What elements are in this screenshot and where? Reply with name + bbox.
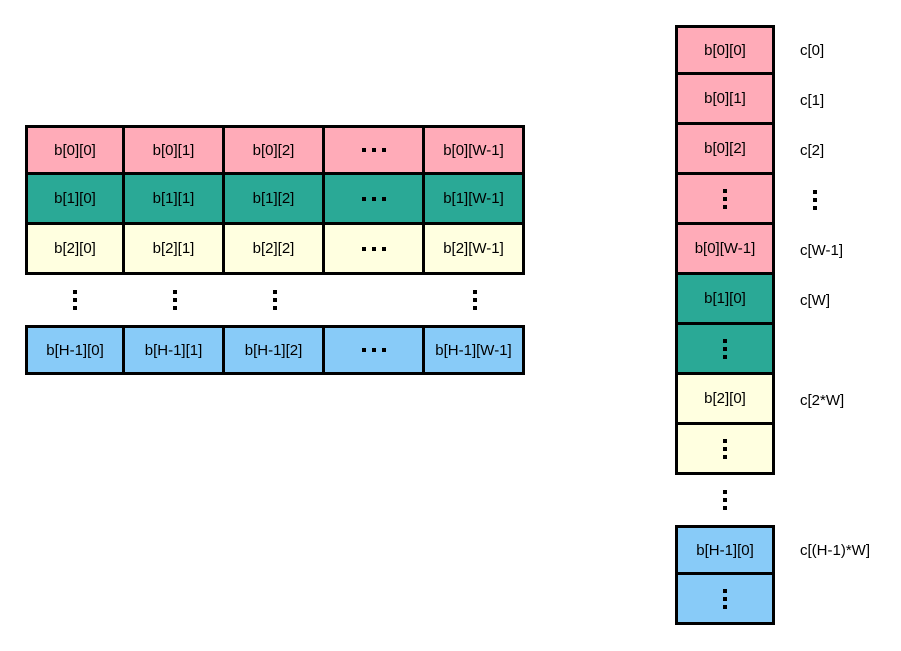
index-label: c[0] [800,41,825,59]
grid-cell: b[1][1] [122,172,225,225]
grid-cell: b[0][2] [222,125,325,175]
linear-cell: b[1][0] [675,272,775,325]
cell-label: b[1][1] [152,190,195,207]
cell-label: b[2][0] [54,240,96,257]
grid-cell: b[0][W-1] [422,125,525,175]
cell-label: b[H-1][W-1] [435,341,512,359]
index-label: c[2*W] [800,391,845,409]
horizontal-ellipsis-icon [361,196,386,201]
cell-label: b[2][W-1] [443,240,504,257]
cell-label: b[0][2] [704,140,746,157]
grid-cell: b[0][0] [25,125,125,175]
linear-cell: b[0][1] [675,72,775,125]
grid-cell: b[H-1][W-1] [422,325,525,375]
cell-label: b[0][W-1] [443,141,504,159]
grid-cell: b[0][1] [122,125,225,175]
linear-cell [675,172,775,225]
grid-cell: b[H-1][0] [25,325,125,375]
index-label: c[2] [800,141,825,159]
cell-label: b[0][1] [704,90,746,107]
linear-cell [675,422,775,475]
index-label: c[W-1] [800,241,844,259]
vertical-ellipsis-icon [723,338,727,359]
cell-label: b[1][0] [704,290,746,307]
vertical-ellipsis-icon [723,188,727,209]
grid-cell: b[1][2] [222,172,325,225]
grid-cell: b[1][0] [25,172,125,225]
cell-label: b[H-1][2] [244,341,303,359]
grid-cell: b[1][W-1] [422,172,525,225]
row-ellipsis-icon [73,290,77,310]
row-ellipsis-icon [173,290,177,310]
linear-cell: b[0][0] [675,25,775,75]
grid-cell [322,172,425,225]
horizontal-ellipsis-icon [361,348,386,352]
grid-cell: b[2][0] [25,222,125,275]
cell-label: b[2][1] [152,240,195,257]
cell-label: b[0][0] [54,141,96,159]
linear-cell: b[2][0] [675,372,775,425]
linear-cell: b[H-1][0] [675,525,775,575]
cell-label: b[0][1] [152,141,195,159]
grid-cell: b[2][1] [122,222,225,275]
cell-label: b[H-1][1] [144,341,203,359]
horizontal-ellipsis-icon [361,148,386,152]
linear-cell [675,572,775,625]
index-label: c[1] [800,91,825,109]
index-label: c[W] [800,291,830,309]
grid-cell [322,222,425,275]
cell-label: b[1][W-1] [443,190,504,207]
index-ellipsis-icon [813,190,817,210]
row-ellipsis-icon [473,290,477,310]
cell-label: b[H-1][0] [46,341,104,359]
cell-label: b[2][2] [252,240,295,257]
cell-label: b[1][2] [252,190,295,207]
index-label: c[(H-1)*W] [800,541,870,559]
grid-cell: b[H-1][1] [122,325,225,375]
cell-label: b[1][0] [54,190,96,207]
linear-cell: b[0][W-1] [675,222,775,275]
horizontal-ellipsis-icon [361,246,386,251]
grid-cell: b[2][2] [222,222,325,275]
cell-label: b[2][0] [704,390,746,407]
cell-label: b[H-1][0] [696,541,754,559]
vertical-ellipsis-icon [723,588,727,609]
cell-label: b[0][W-1] [694,240,756,257]
grid-cell: b[2][W-1] [422,222,525,275]
grid-cell [322,125,425,175]
linear-cell: b[0][2] [675,122,775,175]
linear-cell [675,322,775,375]
grid-cell [322,325,425,375]
gap-ellipsis-icon [723,490,727,510]
vertical-ellipsis-icon [723,438,727,459]
row-ellipsis-icon [273,290,277,310]
cell-label: b[0][2] [252,141,295,159]
cell-label: b[0][0] [704,41,746,59]
grid-cell: b[H-1][2] [222,325,325,375]
